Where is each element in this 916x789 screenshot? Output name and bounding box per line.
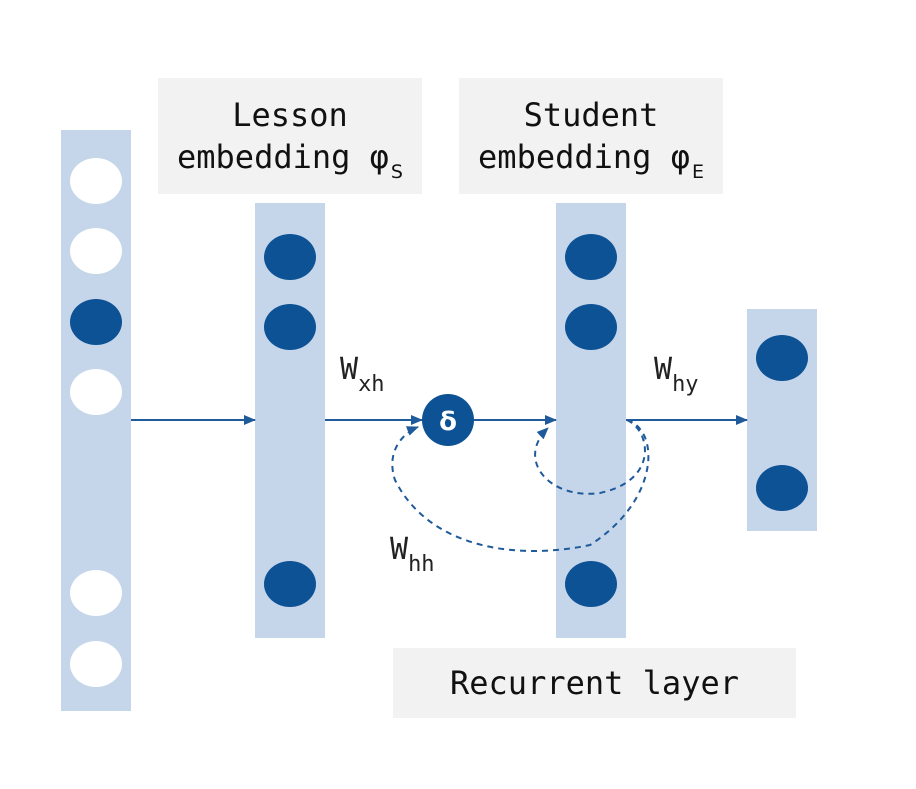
input-node-2 — [70, 228, 122, 274]
lesson-node-2 — [264, 304, 316, 350]
student-node-1 — [565, 234, 617, 280]
recurrent-layer-label: Recurrent layer — [393, 648, 796, 718]
recurrent-loop-outer — [391, 419, 650, 553]
input-node-3-active — [70, 299, 122, 345]
input-node-4 — [70, 369, 122, 415]
lesson-node-1 — [264, 234, 316, 280]
lesson-node-3 — [264, 561, 316, 607]
input-node-5 — [70, 570, 122, 616]
lesson-label-line1: Lesson — [232, 96, 348, 134]
delta-node — [422, 394, 474, 446]
student-label-subscript: E — [691, 161, 704, 183]
weight-hy-subscript: hy — [672, 372, 699, 397]
student-node-3 — [565, 561, 617, 607]
output-node-1 — [756, 335, 808, 381]
output-node-2 — [756, 465, 808, 511]
input-layer — [61, 130, 131, 711]
weight-hh-label: Whh — [390, 532, 435, 577]
weight-hy-main: W — [654, 352, 673, 387]
delta-symbol: δ — [439, 407, 457, 437]
weight-hh-main: W — [390, 532, 409, 567]
student-label-line1: Student — [523, 96, 659, 134]
student-node-2 — [565, 304, 617, 350]
lesson-label-text: embedding φ — [177, 138, 389, 176]
student-label-text: embedding φ — [478, 138, 690, 176]
weight-hy-label: Why — [654, 352, 699, 397]
lesson-label-subscript: S — [390, 161, 403, 183]
recurrent-loop-inner — [534, 419, 646, 495]
input-node-1 — [70, 158, 122, 204]
weight-xh-main: W — [340, 352, 359, 387]
recurrent-label-text: Recurrent layer — [450, 664, 739, 702]
weight-xh-subscript: xh — [358, 372, 385, 397]
weight-xh-label: Wxh — [340, 352, 385, 397]
weight-hh-subscript: hh — [408, 552, 435, 577]
input-node-6 — [70, 641, 122, 687]
